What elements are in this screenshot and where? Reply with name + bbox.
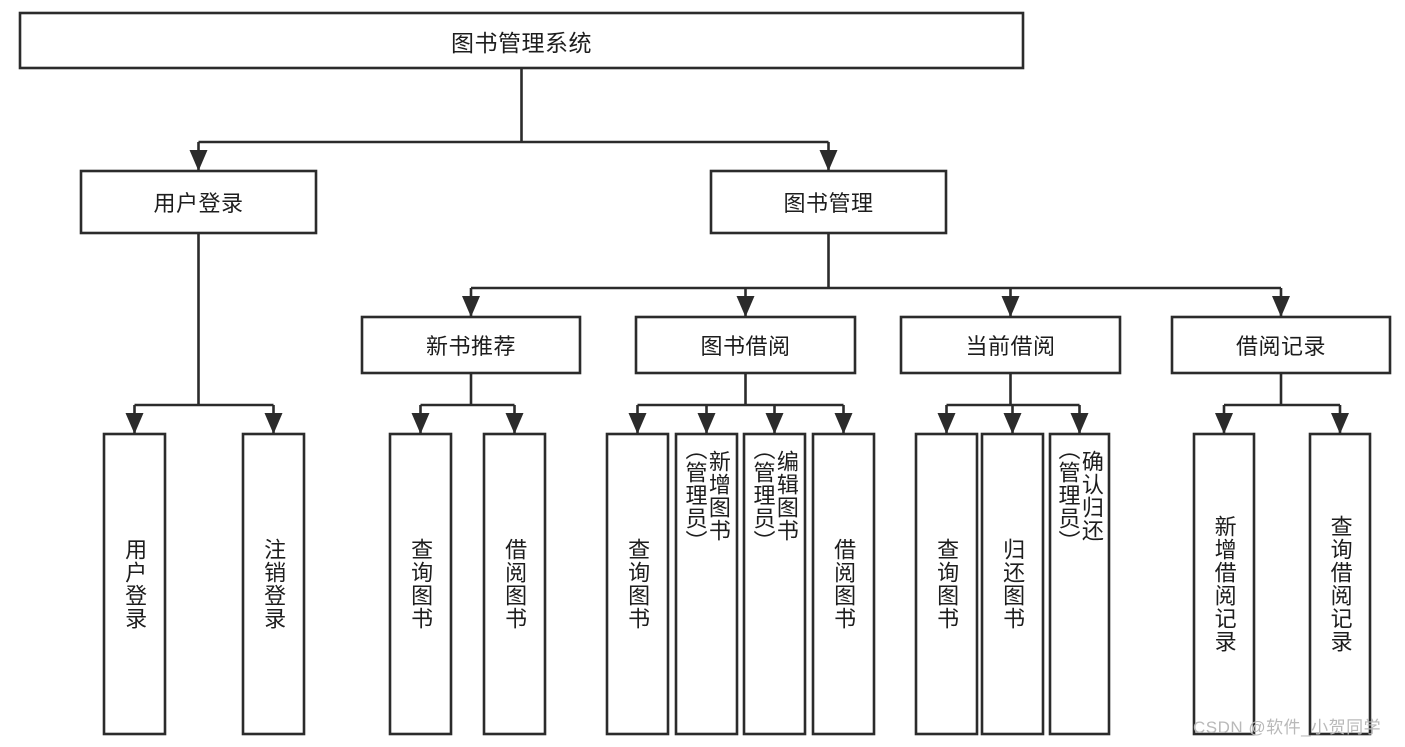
connector-arrow-n-borrow-1 (697, 413, 716, 434)
connector-arrow-n-book-mgmt-3 (1272, 296, 1290, 317)
node-box-l-query-book-c (914, 432, 979, 736)
node-box-n-book-mgmt (709, 169, 948, 235)
connector-arrow-n-current-1 (1003, 413, 1022, 434)
connector-arrow-n-new-book-1 (505, 413, 524, 434)
node-box-l-query-book-b (605, 432, 670, 736)
node-box-n-new-book (360, 315, 582, 375)
node-box-root (18, 11, 1025, 70)
connector-arrow-n-record-0 (1215, 413, 1233, 434)
node-box-n-current (899, 315, 1122, 375)
connector-arrow-n-borrow-0 (628, 413, 647, 434)
node-box-l-edit-book (742, 432, 807, 736)
connector-arrow-n-borrow-3 (834, 413, 853, 434)
node-box-n-user-login (79, 169, 318, 235)
connector-arrow-root-1 (819, 150, 838, 171)
connector-arrow-n-current-2 (1070, 413, 1089, 434)
connector-layer (125, 68, 1349, 434)
connector-arrow-n-borrow-2 (765, 413, 784, 434)
node-box-n-borrow (634, 315, 857, 375)
node-box-l-user-login (102, 432, 167, 736)
connector-arrow-n-book-mgmt-0 (462, 296, 480, 317)
connector-arrow-n-book-mgmt-1 (736, 296, 755, 317)
node-box-l-logout (241, 432, 306, 736)
node-box-l-query-book-a (388, 432, 453, 736)
node-box-l-borrow-book-b (811, 432, 876, 736)
connector-arrow-root-0 (189, 150, 208, 171)
connector-arrow-n-user-login-1 (264, 413, 283, 434)
node-box-l-return-book (980, 432, 1045, 736)
node-box-l-add-book (674, 432, 739, 736)
node-box-l-confirm-return (1048, 432, 1111, 736)
connector-arrow-n-user-login-0 (125, 413, 144, 434)
connector-arrow-n-new-book-0 (411, 413, 430, 434)
node-box-n-record (1170, 315, 1392, 375)
node-box-l-borrow-book-a (482, 432, 547, 736)
connector-arrow-n-book-mgmt-2 (1001, 296, 1020, 317)
node-box-l-query-record (1308, 432, 1372, 736)
node-box-layer (18, 11, 1392, 736)
node-box-l-add-record (1192, 432, 1256, 736)
connector-arrow-n-record-1 (1331, 413, 1349, 434)
connector-arrow-n-current-0 (937, 413, 956, 434)
